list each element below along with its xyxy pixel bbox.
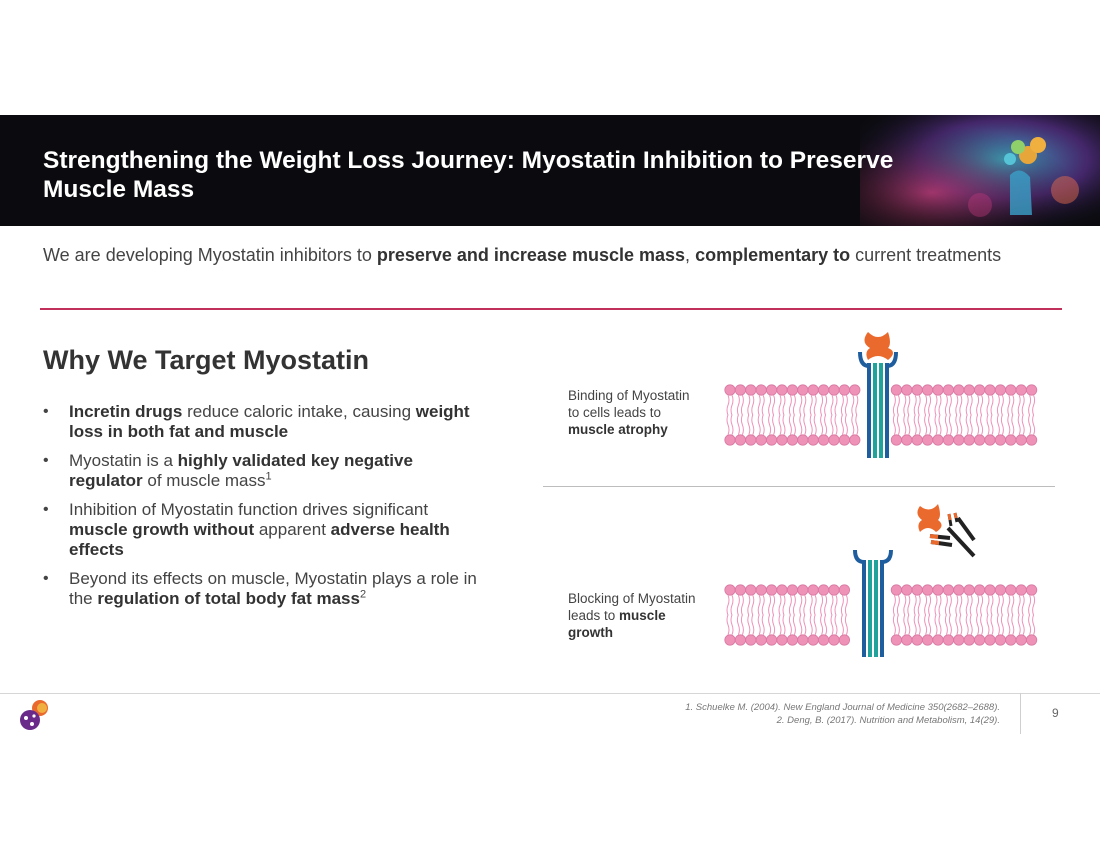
bullet-emphasis: highly validated key negative regulator bbox=[69, 451, 413, 490]
binding-membrane-diagram bbox=[724, 332, 1038, 458]
blocking-membrane-diagram bbox=[724, 504, 1038, 657]
antibody-icon bbox=[929, 512, 976, 558]
reference-item: 2. Deng, B. (2017). Nutrition and Metabo… bbox=[776, 715, 1000, 726]
title-banner bbox=[0, 115, 1100, 226]
bullet-emphasis: adverse health effects bbox=[69, 520, 450, 559]
bullet-text: of muscle mass bbox=[142, 471, 266, 490]
bullet-emphasis: regulation of total body fat mass bbox=[97, 589, 360, 608]
footnote-marker: 1 bbox=[265, 470, 272, 483]
receptor-icon bbox=[853, 549, 893, 657]
footnote-marker: 2 bbox=[359, 588, 367, 601]
subtitle-text: , bbox=[685, 245, 696, 265]
subtitle-text: We are developing Myostatin inhibitors t… bbox=[43, 245, 377, 265]
bullet-emphasis: muscle growth without bbox=[69, 520, 255, 539]
company-logo-icon bbox=[20, 700, 48, 730]
page-title: Strengthening the Weight Loss Journey: M… bbox=[43, 147, 894, 203]
cell-membrane bbox=[724, 584, 1038, 646]
references: 1. Schuelke M. (2004). New England Journ… bbox=[685, 701, 1000, 727]
subtitle-text: current treatments bbox=[850, 245, 1002, 265]
diagram-label-text: Blocking of Myostatin leads to bbox=[568, 591, 696, 623]
receptor-icon bbox=[858, 351, 898, 458]
diagram-label-emphasis: muscle atrophy bbox=[568, 422, 668, 437]
subtitle-emphasis: preserve and increase muscle mass bbox=[376, 245, 686, 265]
cell-membrane bbox=[724, 384, 1038, 446]
section-title: Why We Target Myostatin bbox=[43, 345, 370, 375]
page-number: 9 bbox=[1052, 706, 1059, 720]
diagram-label-emphasis: muscle growth bbox=[568, 608, 666, 640]
reference-item: 1. Schuelke M. (2004). New England Journ… bbox=[685, 702, 1000, 713]
diagram-label-text: Binding of Myostatin to cells leads to bbox=[568, 388, 690, 420]
footer-divider bbox=[0, 693, 1100, 694]
bullet-item: Beyond its effects on muscle, Myostatin … bbox=[43, 569, 483, 609]
binding-diagram-label: Binding of Myostatin to cells leads to m… bbox=[568, 387, 698, 438]
bullet-text: Beyond its effects on muscle, Myostatin … bbox=[69, 569, 477, 608]
footer-separator bbox=[1020, 693, 1021, 734]
subtitle: We are developing Myostatin inhibitors t… bbox=[43, 244, 1033, 266]
bullet-text: Myostatin is a bbox=[69, 451, 178, 470]
bullet-list: Incretin drugs reduce caloric intake, ca… bbox=[43, 402, 483, 618]
bullet-item: Inhibition of Myostatin function drives … bbox=[43, 500, 483, 560]
myostatin-icon bbox=[864, 332, 893, 360]
bullet-item: Myostatin is a highly validated key nega… bbox=[43, 451, 483, 491]
bullet-text: apparent bbox=[254, 520, 331, 539]
bullet-emphasis: weight loss in both fat and muscle bbox=[69, 402, 470, 441]
molecule-illustration-icon bbox=[860, 115, 1100, 226]
bullet-text: Inhibition of Myostatin function drives … bbox=[69, 500, 429, 519]
myostatin-icon bbox=[917, 504, 942, 532]
subtitle-emphasis: complementary to bbox=[695, 245, 851, 265]
blocking-diagram-label: Blocking of Myostatin leads to muscle gr… bbox=[568, 590, 698, 641]
diagram-divider bbox=[543, 486, 1055, 487]
bullet-emphasis: Incretin drugs bbox=[69, 402, 183, 421]
bullet-text: reduce caloric intake, causing bbox=[182, 402, 416, 421]
bullet-item: Incretin drugs reduce caloric intake, ca… bbox=[43, 402, 483, 442]
section-divider bbox=[40, 308, 1062, 310]
